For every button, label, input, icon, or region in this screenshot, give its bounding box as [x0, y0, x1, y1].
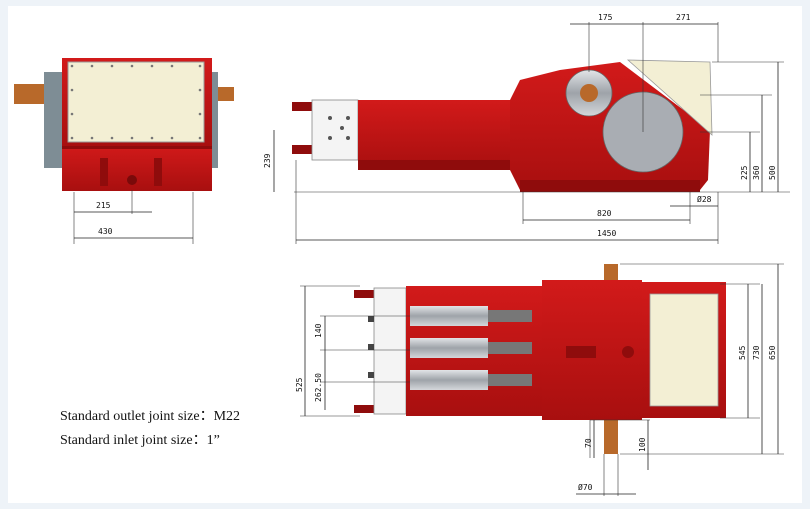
dim-175: 175 [598, 13, 613, 22]
dim-239: 239 [263, 153, 272, 168]
dim-140: 140 [314, 323, 323, 338]
rod-3 [488, 374, 532, 386]
front-view [14, 58, 234, 191]
outlet-fitting-1 [354, 290, 374, 298]
dim-525: 525 [295, 377, 304, 392]
plunger-1 [410, 306, 488, 326]
side-cover [626, 59, 713, 136]
dim-dia-28: Ø28 [697, 194, 712, 204]
top-view-dimensions: 525 140 262.50 545 730 650 70 100 Ø70 [295, 263, 784, 496]
dim-730: 730 [752, 345, 761, 360]
base-rib [100, 158, 108, 186]
dim-650: 650 [768, 345, 777, 360]
outlet-fitting-2 [354, 405, 374, 413]
dim-215: 215 [96, 201, 111, 210]
crankshaft-end [580, 84, 598, 102]
outlet-joint-note: Standard outlet joint size：M22 [60, 409, 240, 424]
dim-545: 545 [738, 345, 747, 360]
shaft-top [604, 264, 618, 280]
top-view [354, 264, 726, 454]
manifold-block [311, 99, 359, 161]
drain-plug [127, 175, 137, 185]
left-bearing-cover [44, 72, 64, 168]
front-view-dimensions: 215 430 [73, 190, 194, 244]
crankcase-base [62, 145, 212, 191]
dim-1450: 1450 [597, 229, 616, 238]
dim-820: 820 [597, 209, 612, 218]
inlet-joint-note: Standard inlet joint size：1” [60, 433, 220, 448]
base-rib [154, 158, 162, 186]
side-view [292, 59, 713, 192]
inspection-port [566, 346, 596, 358]
right-shaft [214, 87, 234, 101]
rod-1 [488, 310, 532, 322]
rod-2 [488, 342, 532, 354]
pump-housing [358, 100, 518, 170]
top-cover-window [649, 293, 719, 407]
dim-100: 100 [638, 437, 647, 452]
dim-360: 360 [752, 165, 761, 180]
manifold-ports [368, 316, 374, 378]
outlet-fitting-lower [292, 145, 312, 154]
dim-430: 430 [98, 227, 113, 236]
oil-plug [622, 346, 634, 358]
plunger-assemblies [410, 306, 532, 390]
plunger-2 [410, 338, 488, 358]
crankcase-foot [520, 180, 700, 192]
dim-70: 70 [584, 438, 593, 448]
dim-500: 500 [768, 165, 777, 180]
cover-bolts [70, 64, 202, 140]
dim-262-50: 262.50 [314, 373, 323, 402]
dim-271: 271 [676, 13, 691, 22]
inspection-cover [67, 61, 205, 143]
discharge-manifold [373, 287, 407, 415]
shaft-bottom [604, 420, 618, 454]
outlet-fitting-upper [292, 102, 312, 111]
housing-base [358, 160, 518, 170]
dim-dia-70: Ø70 [578, 482, 593, 492]
side-view-dimensions: 175 271 239 225 360 500 820 1450 Ø28 [263, 13, 790, 244]
dim-225: 225 [740, 165, 749, 180]
plunger-3 [410, 370, 488, 390]
manifold-ports [328, 116, 350, 140]
